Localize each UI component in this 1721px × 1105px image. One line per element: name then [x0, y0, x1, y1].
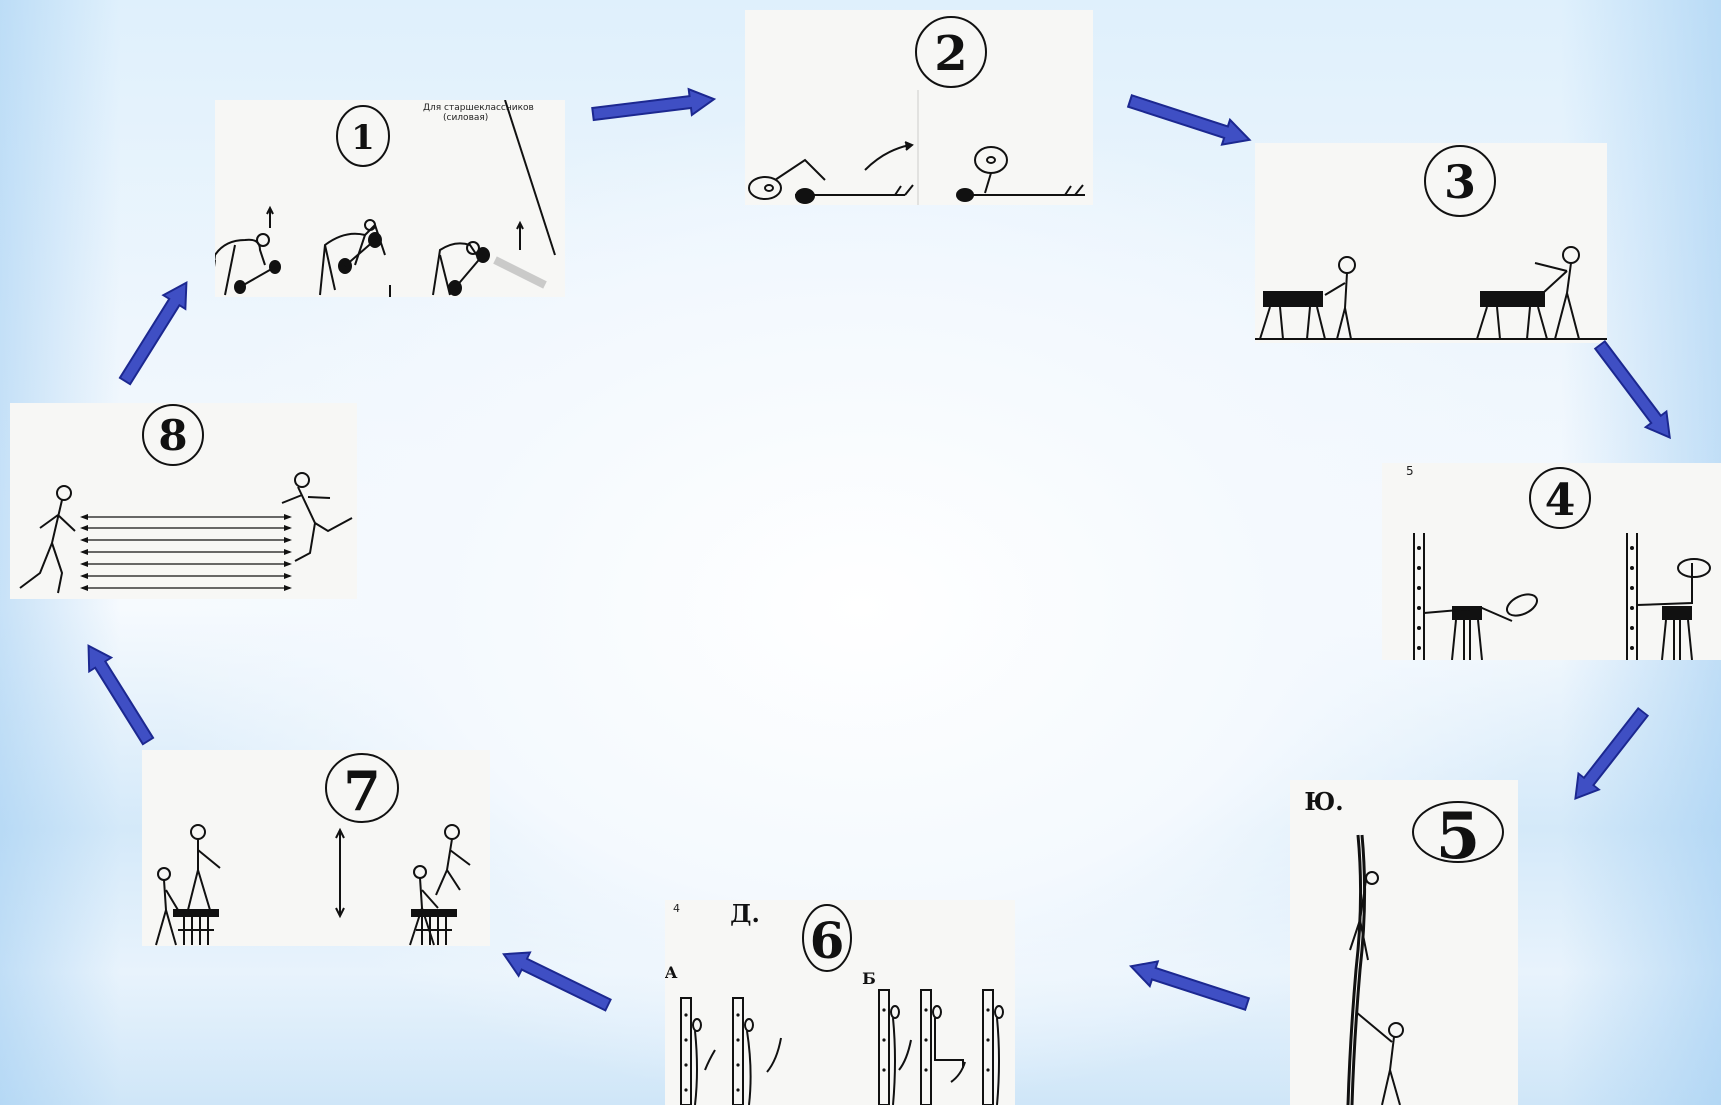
exercise-illustration-7: 7	[142, 750, 490, 946]
runner-figure-left	[20, 486, 75, 593]
exercise-card-4: 5 4	[1382, 463, 1721, 660]
block-arrow-icon-1-2	[591, 86, 715, 127]
block-arrow-icon-6-7	[498, 943, 614, 1017]
stepping-figures-a	[156, 825, 220, 945]
step-note-1: Для старшеклассников	[423, 103, 534, 113]
step-note-1b: (силовая)	[443, 113, 488, 123]
wall-bars-a	[1414, 533, 1424, 660]
wall-bars-group	[681, 990, 993, 1105]
exercise-card-2: 2	[745, 10, 1093, 205]
exercise-card-1: 1 Для старшеклассников (силовая)	[215, 100, 565, 297]
stepping-figures-b	[410, 825, 470, 945]
lifter-figure-c	[433, 100, 555, 295]
gymnast-figure-a	[1325, 257, 1355, 339]
block-arrow-icon-5-6	[1127, 954, 1251, 1016]
vault-horse-a	[1260, 291, 1325, 339]
wall-bars-b	[1627, 533, 1637, 660]
exercise-card-5: Ю. 5	[1290, 780, 1518, 1105]
exercise-illustration-8: 8	[10, 403, 357, 599]
step-letter-5: Ю.	[1304, 787, 1343, 816]
jump-arrow	[336, 830, 344, 916]
vault-horse-b	[1477, 291, 1547, 339]
step-number-7: 7	[343, 759, 381, 823]
exercise-card-6: 4 Д. 6 А Б	[665, 900, 1015, 1105]
block-arrow-icon-8-1	[114, 276, 197, 388]
step-number-2: 2	[934, 26, 967, 82]
step-number-6: 6	[810, 911, 845, 970]
step-letter-6: Д.	[730, 900, 760, 928]
step-number-4: 4	[1545, 475, 1576, 526]
exercise-illustration-4: 5 4	[1382, 463, 1721, 660]
exercise-illustration-5: Ю. 5	[1290, 780, 1518, 1105]
climber-figure-bottom	[1356, 1012, 1403, 1105]
gymnast-figure-d	[1637, 559, 1710, 605]
exercise-card-3: 3	[1255, 143, 1607, 343]
gymnast-figure-c	[1424, 590, 1540, 621]
exercise-illustration-2: 2	[745, 10, 1093, 205]
runner-figure-right	[282, 473, 352, 561]
rolling-figure-b	[970, 147, 1085, 195]
exercise-card-8: 8	[10, 403, 357, 599]
exercise-illustration-1: 1 Для старшеклассников (силовая)	[215, 100, 565, 297]
exercise-illustration-3: 3	[1255, 143, 1607, 343]
sub-label-b: Б	[862, 969, 876, 988]
shuttle-run-lines	[82, 517, 290, 588]
step-number-8: 8	[158, 411, 187, 460]
exercise-illustration-6: 4 Д. 6 А Б	[665, 900, 1015, 1105]
step-number-5: 5	[1436, 799, 1481, 874]
corner-mark-4: 5	[1406, 464, 1414, 478]
block-arrow-icon-2-3	[1126, 89, 1254, 153]
bench-a	[174, 910, 218, 945]
corner-mark-6: 4	[673, 902, 680, 915]
step-number-1: 1	[351, 118, 375, 158]
step-number-3: 3	[1444, 155, 1476, 209]
exercise-card-7: 7	[142, 750, 490, 946]
sub-label-a: А	[665, 963, 678, 982]
rolling-figure-a	[749, 142, 913, 199]
climbing-rope	[1348, 835, 1365, 1105]
